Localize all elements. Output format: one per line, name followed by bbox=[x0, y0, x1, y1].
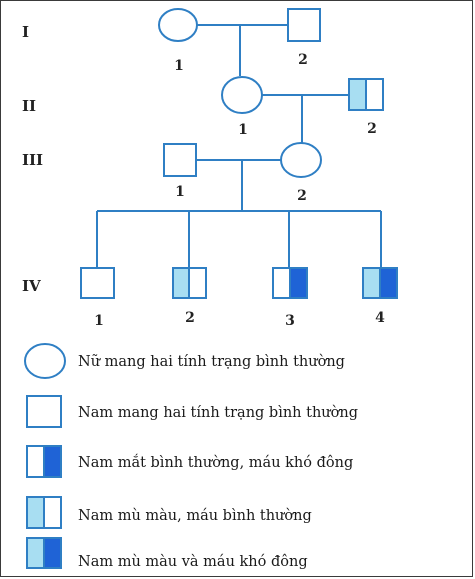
legend-text-male-hemophilia: Nam mắt bình thường, máu khó đông bbox=[78, 453, 353, 471]
legend-symbol-male-hemophilia bbox=[26, 445, 62, 478]
individual-ii-1-female bbox=[221, 76, 263, 114]
individual-i-1-female bbox=[158, 8, 198, 42]
generation-label-iv: IV bbox=[22, 277, 41, 295]
pedigree-lines bbox=[96, 24, 382, 268]
individual-label-iv-2: 2 bbox=[185, 310, 195, 326]
individual-label-i-2: 2 bbox=[298, 52, 308, 68]
legend-symbol-male-normal bbox=[26, 395, 62, 428]
legend-symbol-male-colorblind bbox=[26, 496, 62, 529]
legend-symbol-female-normal bbox=[24, 343, 66, 379]
individual-iv-3-male-hemophilia bbox=[272, 267, 308, 299]
legend: Nữ mang hai tính trạng bình thường Nam m… bbox=[24, 343, 358, 570]
legend-text-male-colorblind-hemophilia: Nam mù màu và máu khó đông bbox=[78, 553, 308, 570]
individual-iii-1-male bbox=[163, 143, 197, 177]
individual-iv-4-male-colorblind-hemophilia bbox=[362, 267, 398, 299]
legend-text-female-normal: Nữ mang hai tính trạng bình thường bbox=[78, 354, 345, 370]
individual-iii-2-female bbox=[280, 142, 322, 178]
legend-text-male-colorblind: Nam mù màu, máu bình thường bbox=[78, 507, 312, 524]
generation-label-ii: II bbox=[22, 97, 36, 115]
individual-iv-2-male-colorblind bbox=[172, 267, 207, 299]
individual-label-ii-2: 2 bbox=[367, 121, 377, 137]
individual-label-iii-1: 1 bbox=[175, 184, 185, 200]
individual-i-2-male bbox=[287, 8, 321, 42]
individual-label-iv-4: 4 bbox=[375, 310, 385, 326]
individual-label-ii-1: 1 bbox=[238, 122, 248, 138]
individual-label-iii-2: 2 bbox=[297, 188, 307, 204]
individual-label-iv-3: 3 bbox=[285, 313, 295, 329]
legend-symbol-male-colorblind-hemophilia bbox=[26, 537, 62, 569]
individual-ii-2-male-colorblind bbox=[348, 78, 384, 111]
generation-label-i: I bbox=[22, 23, 29, 41]
legend-text-male-normal: Nam mang hai tính trạng bình thường bbox=[78, 405, 358, 421]
individual-label-iv-1: 1 bbox=[94, 313, 104, 329]
generation-label-iii: III bbox=[22, 151, 43, 169]
individual-label-i-1: 1 bbox=[174, 58, 184, 74]
individual-iv-1-male bbox=[80, 267, 115, 299]
